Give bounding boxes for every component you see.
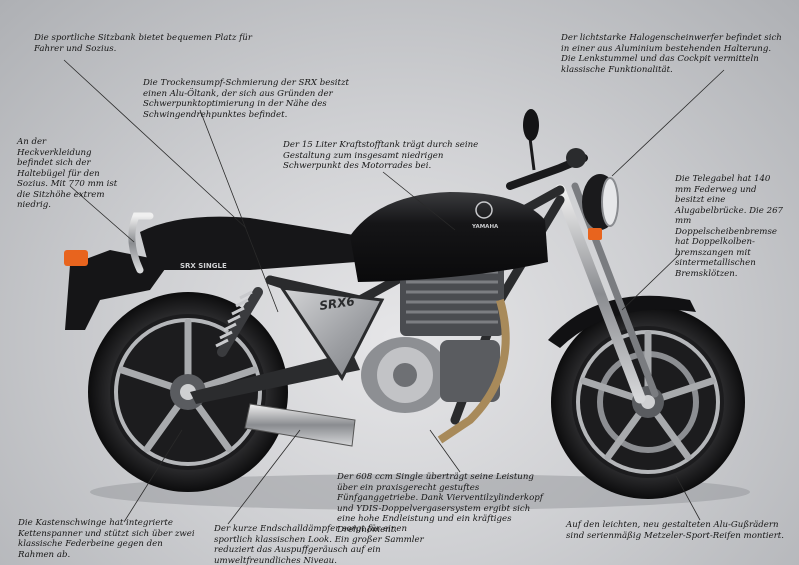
- front-indicator: [588, 228, 602, 240]
- tank-badge: YAMAHA: [471, 224, 499, 230]
- caption-oil-tank: Die Trockensumpf-Schmierung der SRX besi…: [143, 78, 349, 120]
- handlebar: [506, 109, 588, 190]
- caption-engine: Der 608 ccm Single überträgt seine Leist…: [337, 472, 543, 535]
- tank-emblem: [475, 201, 493, 219]
- caption-swingarm: Die Kastenschwinge hat integrierte Kette…: [18, 518, 195, 560]
- caption-rear: An der Heckverkleidung befindet sich der…: [17, 137, 118, 210]
- grab-rail: [128, 212, 154, 274]
- caption-tank: Der 15 Liter Kraftstofftank trägt durch …: [283, 140, 479, 171]
- headlight: [582, 174, 619, 240]
- caption-seat: Die sportliche Sitzbank bietet bequemen …: [34, 33, 252, 54]
- caption-fork: Die Telegabel hat 140 mm Federweg und be…: [675, 174, 784, 279]
- side-panel-badge: SRX6: [318, 294, 355, 313]
- front-fender: [548, 295, 696, 348]
- gauge: [566, 148, 586, 168]
- rear-shock: [215, 287, 263, 357]
- side-panel: [278, 286, 385, 381]
- fuel-tank: [350, 192, 548, 282]
- swingarm: [190, 352, 360, 404]
- rear-fender: [65, 250, 170, 330]
- caption-wheels: Auf den leichten, neu gestalteten Alu-Gu…: [566, 520, 784, 541]
- caption-headlight: Der lichtstarke Halogenscheinwerfer befi…: [561, 33, 782, 75]
- front-wheel: [551, 305, 745, 499]
- exhaust: [244, 298, 510, 447]
- seat: [140, 216, 360, 270]
- rear-indicator: [64, 250, 88, 266]
- floor-shadow: [90, 474, 750, 510]
- caption-exhaust: Der kurze Endschalldämpfer sorgt für ein…: [214, 524, 424, 565]
- mirror: [523, 109, 539, 141]
- tail-badge: SRX SINGLE: [180, 262, 227, 270]
